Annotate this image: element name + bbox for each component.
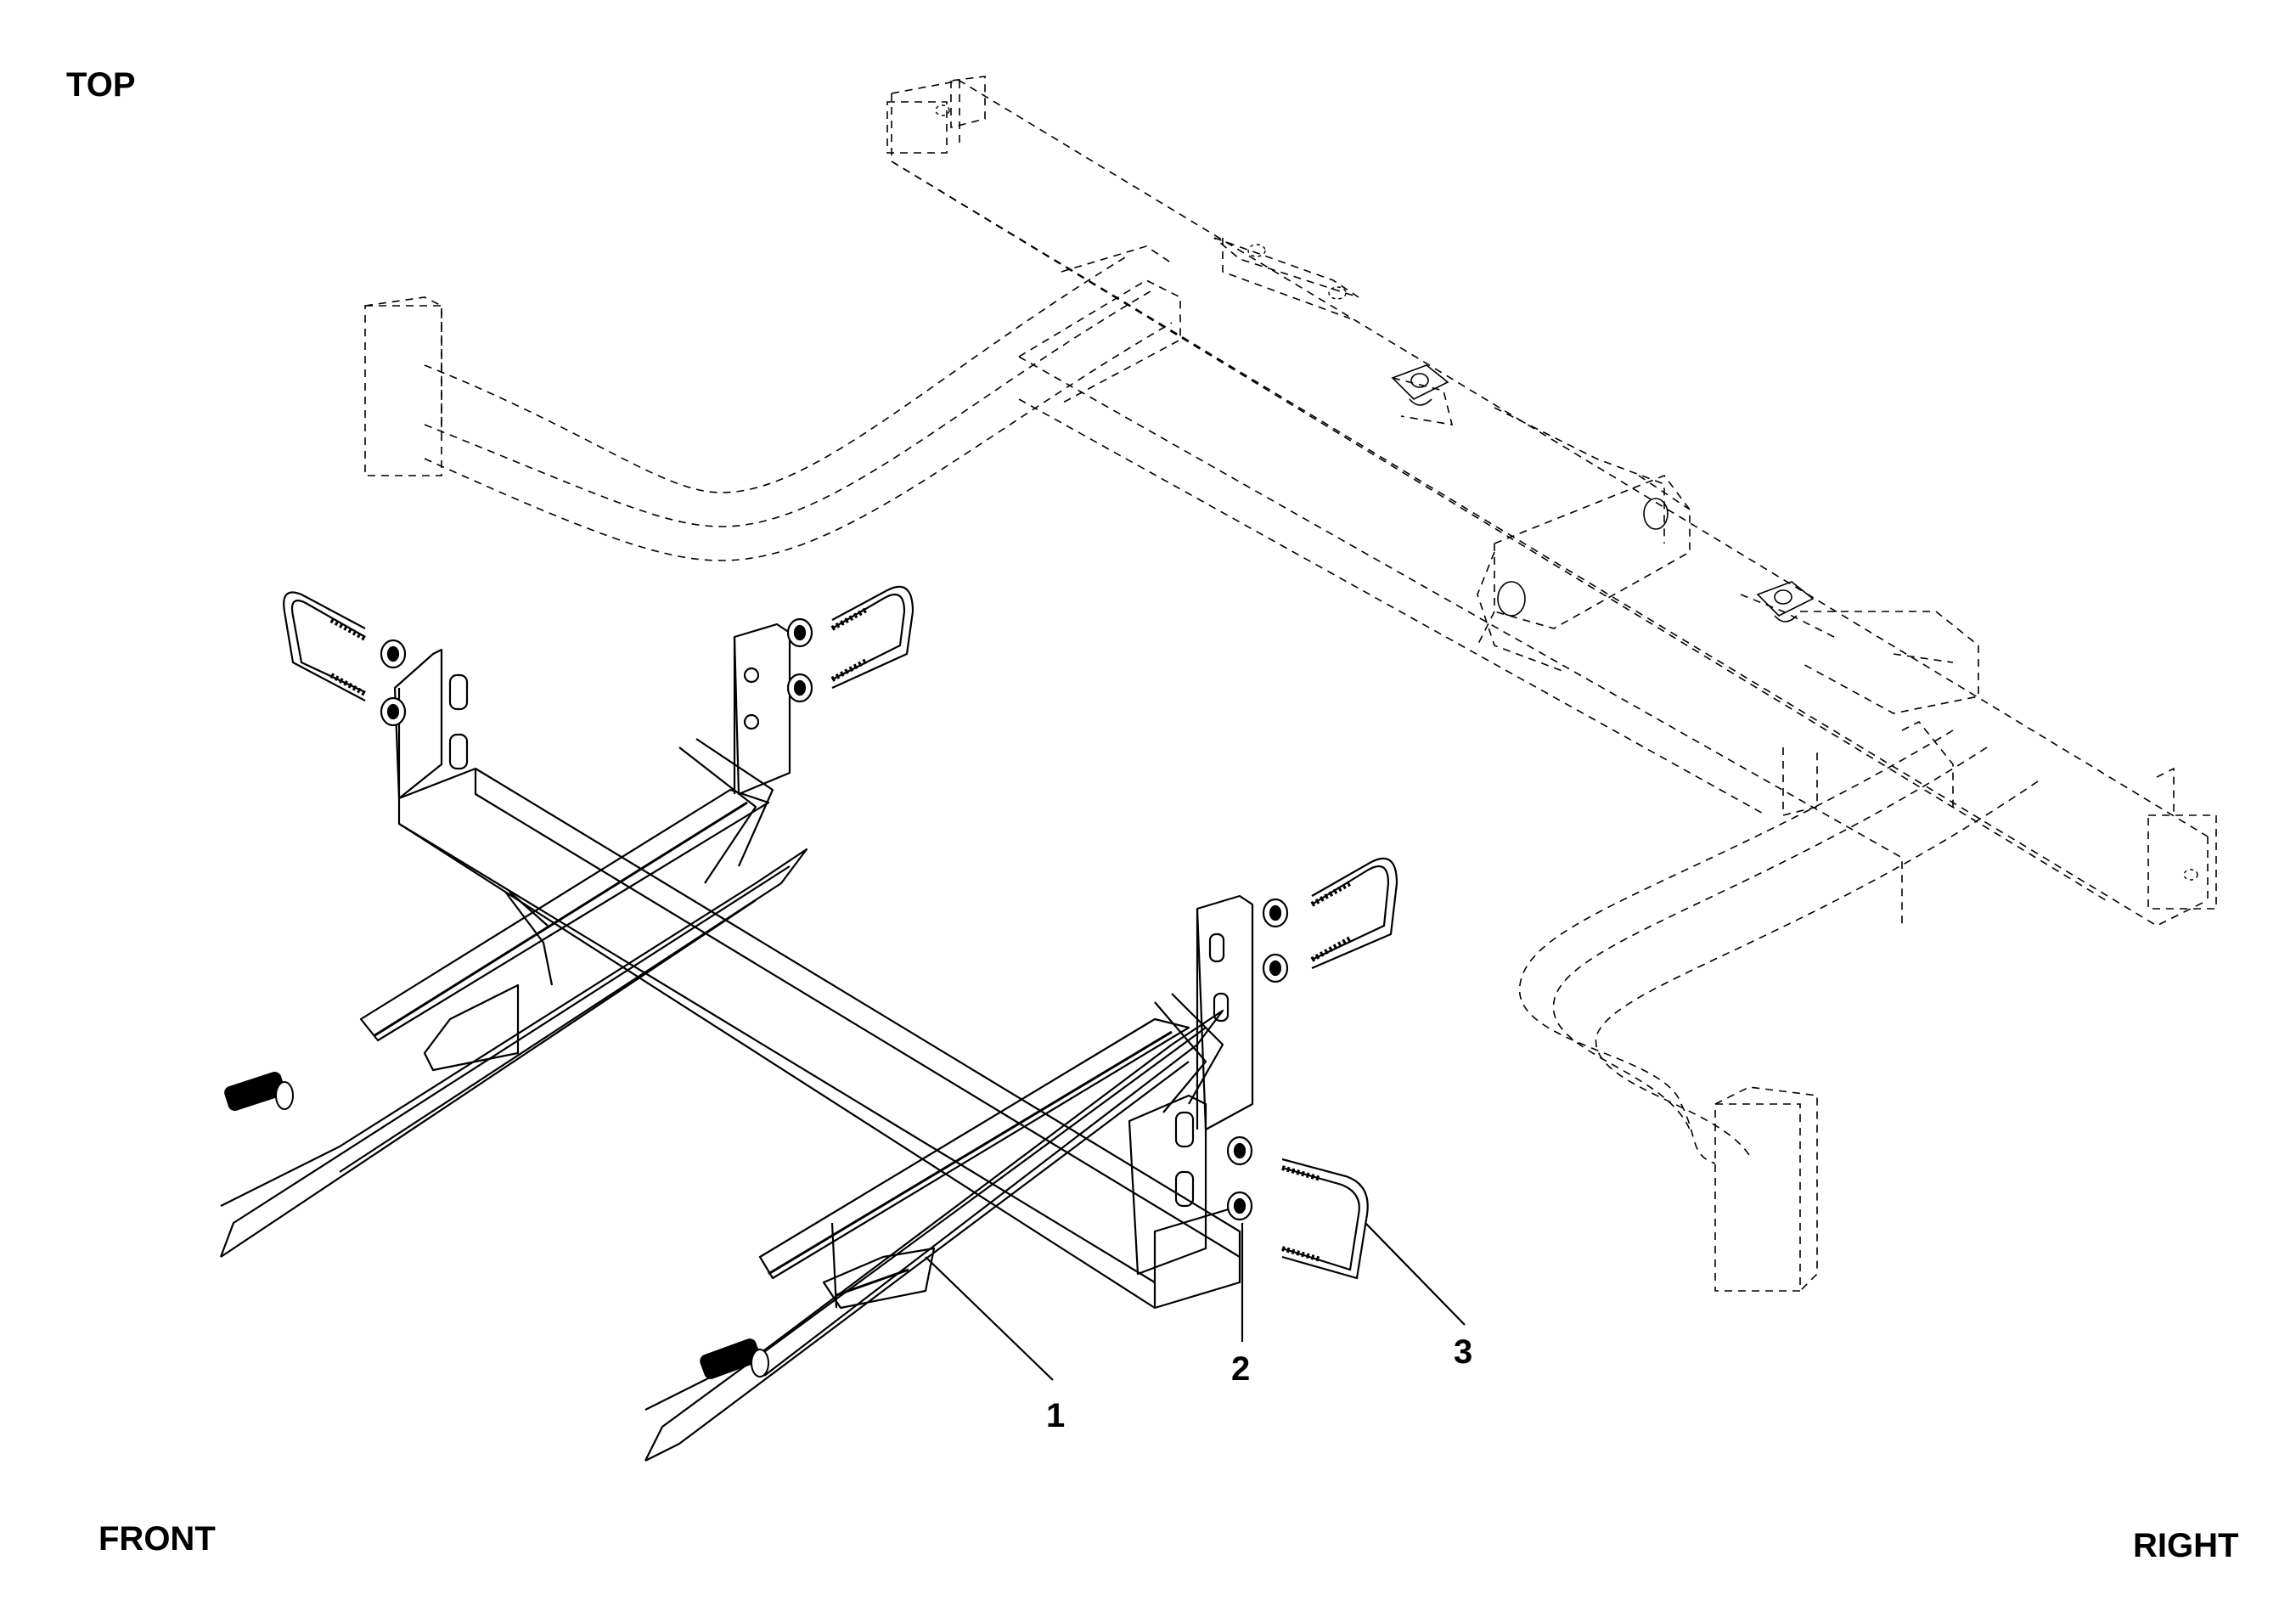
nut (381, 640, 405, 668)
view-label-right: RIGHT (2133, 1527, 2239, 1564)
hitch-pin-right (700, 1338, 768, 1379)
part-1-welds (374, 803, 1172, 1295)
nut (1263, 899, 1287, 927)
nut (381, 698, 405, 725)
view-label-front: FRONT (98, 1520, 216, 1558)
nut (788, 674, 812, 701)
callout-3: 3 (1454, 1333, 1472, 1371)
callout-1: 1 (1046, 1397, 1065, 1434)
nut (788, 619, 812, 646)
hitch-pin-left (224, 1071, 293, 1112)
callout-leaders (926, 1223, 1465, 1380)
u-bolt (832, 587, 913, 688)
phantom-fasteners (936, 105, 2198, 880)
leader-3 (1365, 1223, 1465, 1325)
leader-1 (926, 1257, 1053, 1380)
vehicle-frame-phantom (365, 76, 2216, 1291)
view-label-top: TOP (66, 66, 136, 104)
u-bolt (284, 593, 365, 701)
u-bolt (1312, 859, 1397, 968)
nut (1228, 1137, 1252, 1164)
nut (1228, 1192, 1252, 1220)
part-2-nuts (381, 619, 1287, 1220)
nut (1263, 955, 1287, 982)
part-1-baseplate-bracket (221, 624, 1252, 1461)
u-bolt (1282, 1159, 1368, 1278)
phantom-mount-clamps (1393, 365, 1813, 622)
part-3-u-bolts (284, 587, 1397, 1278)
callout-2: 2 (1231, 1350, 1250, 1388)
